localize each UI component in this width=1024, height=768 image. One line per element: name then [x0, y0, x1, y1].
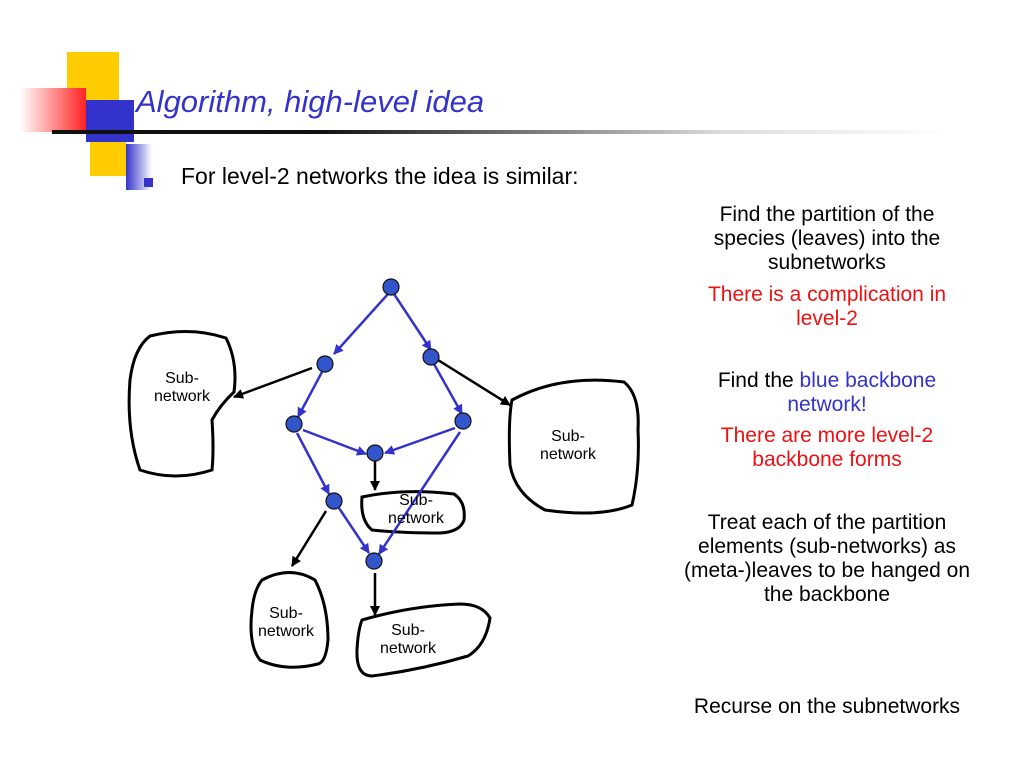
decor-red-gradient-bar [20, 88, 86, 132]
backbone-edge [377, 431, 462, 555]
attach-edge [437, 358, 511, 407]
backbone-node [365, 552, 383, 570]
subnetwork-label-center: Sub- network [387, 492, 445, 527]
paragraph-complication: There is a complication in level-2 [707, 283, 947, 330]
subnetwork-label-bottom-left: Sub- network [257, 605, 315, 640]
find-backbone-highlight: blue backbone network! [787, 369, 937, 416]
decor-blue-block [86, 100, 134, 142]
intro-bullet-text: For level-2 networks the idea is similar… [181, 163, 579, 189]
subnetwork-blob-center [360, 490, 466, 535]
subnetwork-label-left: Sub- network [153, 370, 211, 405]
paragraph-find-backbone: Find the blue backbone network! [684, 369, 970, 417]
subnetwork-label-bottom-right: Sub- network [379, 622, 437, 657]
backbone-node [285, 415, 303, 433]
backbone-edge [295, 432, 331, 495]
backbone-edge [296, 371, 324, 418]
backbone-node [454, 412, 472, 430]
title-underline [52, 130, 952, 134]
attach-edge [290, 510, 328, 567]
attach-edge [233, 366, 313, 399]
bullet-square-icon [144, 178, 153, 187]
backbone-node [316, 355, 334, 373]
subnetwork-label-right: Sub- network [539, 428, 597, 463]
backbone-edge [384, 426, 456, 455]
backbone-edge [302, 428, 367, 456]
paragraph-recurse: Recurse on the subnetworks [693, 695, 961, 718]
paragraph-find-partition: Find the partition of the species (leave… [713, 203, 941, 274]
paragraph-treat-partition: Treat each of the partition elements (su… [684, 511, 971, 606]
subnetwork-blob-bottom-left [249, 571, 330, 669]
subnetwork-blob-right [507, 378, 640, 515]
backbone-edge [333, 293, 389, 355]
find-backbone-prefix: Find the [717, 369, 794, 392]
backbone-node-root [382, 278, 400, 296]
backbone-edge [432, 363, 464, 415]
paragraph-backbone-forms: There are more level-2 backbone forms [720, 424, 934, 471]
subnetwork-blob-bottom-right [355, 602, 492, 678]
backbone-edge [337, 507, 371, 554]
slide-title: Algorithm, high-level idea [136, 84, 485, 119]
decor-yellow-block-bottom [90, 142, 126, 176]
backbone-edge [392, 293, 433, 351]
subnetwork-blob-left [127, 329, 237, 478]
backbone-node [422, 348, 440, 366]
backbone-node [325, 492, 343, 510]
backbone-node [366, 444, 384, 462]
